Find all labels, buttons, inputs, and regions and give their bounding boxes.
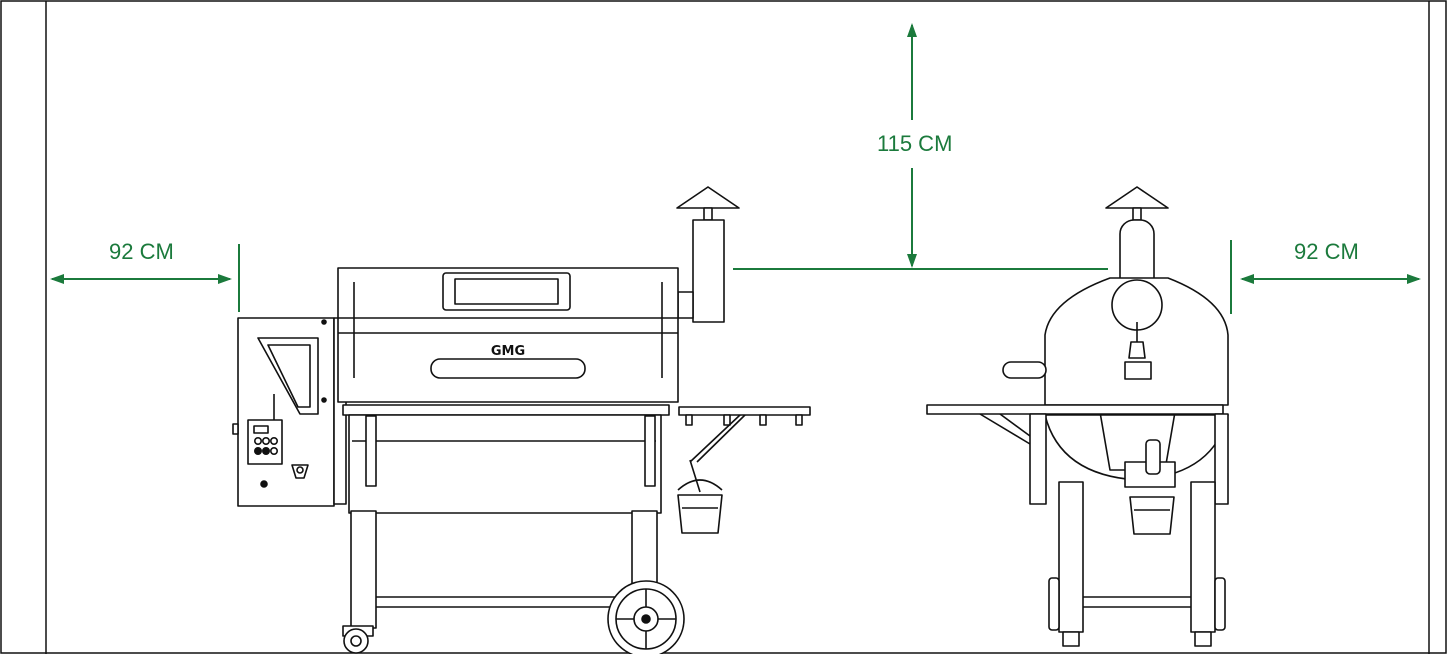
- grease-bucket: [677, 459, 723, 534]
- side-view-bucket: [1124, 439, 1176, 535]
- cart-legs: [350, 510, 658, 629]
- top-clearance-label: 115 CM: [873, 131, 957, 157]
- chimney: [676, 186, 740, 323]
- dimension-lines: [50, 23, 1421, 314]
- large-wheel: [607, 580, 685, 654]
- grill-body: [342, 404, 670, 514]
- left-clearance-label: 92 CM: [105, 239, 178, 265]
- gmg-logo: GMG: [491, 344, 525, 359]
- side-view-shelf: [926, 404, 1229, 505]
- grill-lid: GMG: [337, 267, 679, 403]
- side-view-legs: [1048, 481, 1226, 647]
- side-shelf: [678, 406, 811, 463]
- pellet-hopper: [232, 317, 347, 507]
- grill-front-view: GMG: [232, 186, 811, 654]
- side-barrel: [1002, 277, 1229, 481]
- grill-side-view: [926, 186, 1229, 647]
- right-clearance-label: 92 CM: [1290, 239, 1363, 265]
- caster-wheel: [342, 625, 374, 654]
